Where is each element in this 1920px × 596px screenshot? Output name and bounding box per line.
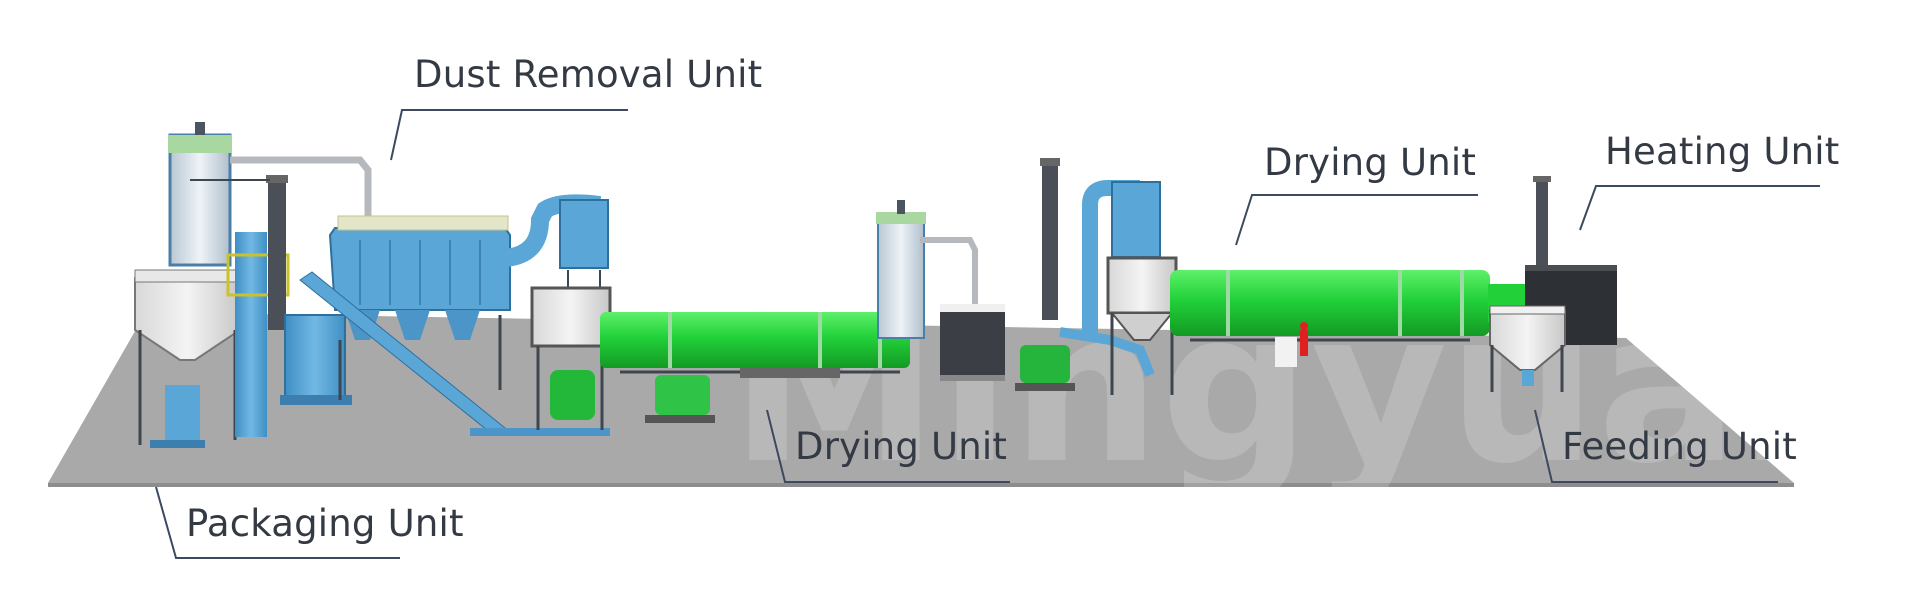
label-drying-unit-top: Drying Unit — [1264, 141, 1477, 184]
dryer-two-group — [1040, 158, 1530, 395]
leader-drying-top — [1235, 194, 1478, 246]
leader-feeding — [1534, 409, 1778, 483]
label-heating-unit: Heating Unit — [1605, 130, 1840, 173]
dryer-drum-1 — [600, 312, 910, 368]
label-dust-removal-unit: Dust Removal Unit — [414, 53, 763, 96]
label-drying-unit-bottom: Drying Unit — [795, 425, 1008, 468]
label-packaging-unit: Packaging Unit — [186, 502, 464, 545]
leader-heating — [1579, 185, 1820, 231]
floor-edge — [48, 483, 1794, 487]
floor-platform — [48, 312, 1794, 483]
label-feeding-unit: Feeding Unit — [1562, 425, 1797, 468]
dryer-drum-2 — [1170, 270, 1490, 336]
packaging-group — [134, 122, 352, 448]
dust-removal-group — [299, 194, 610, 436]
leader-lines — [155, 109, 1820, 559]
dryer-one-group — [530, 200, 1075, 430]
heating-group — [1489, 176, 1617, 392]
leader-packaging — [155, 486, 400, 559]
leader-drying-bottom — [766, 409, 1010, 483]
leader-dust-removal — [390, 109, 628, 161]
